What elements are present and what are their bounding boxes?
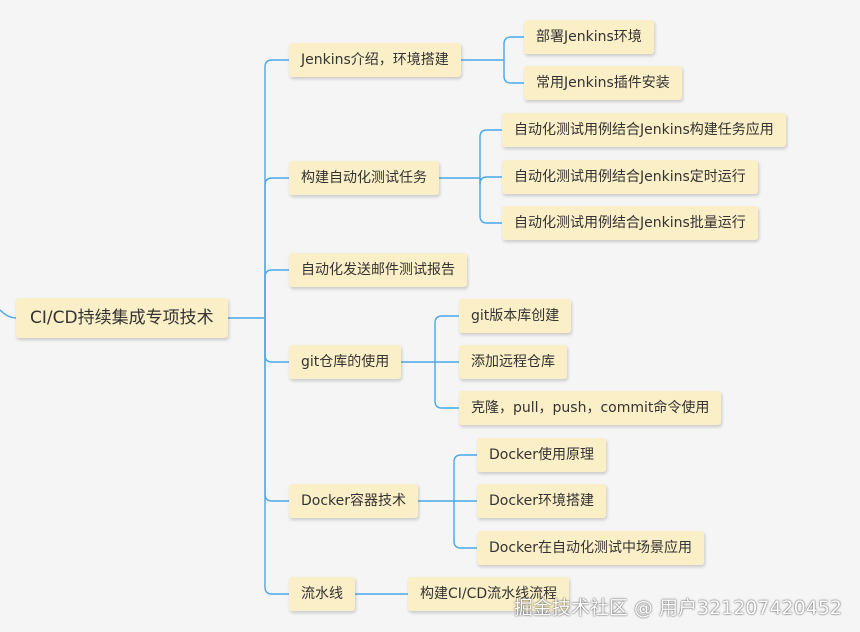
b0-link-1: [503, 60, 524, 84]
branch-docker[interactable]: Docker容器技术: [289, 484, 419, 518]
leaf-jenkins-timed-run[interactable]: 自动化测试用例结合Jenkins定时运行: [502, 160, 758, 194]
root-link-1: [264, 177, 289, 318]
root-link-3: [264, 318, 289, 363]
leaf-docker-scenario[interactable]: Docker在自动化测试中场景应用: [477, 531, 705, 565]
leaf-docker-setup[interactable]: Docker环境搭建: [477, 484, 607, 518]
root-link-4: [264, 318, 289, 502]
leaf-jenkins-batch-run[interactable]: 自动化测试用例结合Jenkins批量运行: [502, 206, 758, 240]
root-link-0: [264, 59, 289, 318]
b3-link-0: [434, 315, 459, 362]
leaf-jenkins-build-task[interactable]: 自动化测试用例结合Jenkins构建任务应用: [502, 113, 786, 147]
leaf-deploy-jenkins[interactable]: 部署Jenkins环境: [524, 20, 654, 54]
root-node[interactable]: CI/CD持续集成专项技术: [16, 298, 228, 338]
b1-link-1: [479, 176, 502, 185]
b3-link-2: [434, 362, 459, 409]
b0-link-0: [503, 36, 524, 60]
branch-git-usage[interactable]: git仓库的使用: [289, 345, 402, 379]
root-link-5: [264, 318, 289, 595]
leaf-git-repo-create[interactable]: git版本库创建: [459, 299, 572, 333]
branch-build-test-task[interactable]: 构建自动化测试任务: [289, 161, 439, 195]
branch-pipeline[interactable]: 流水线: [289, 577, 355, 611]
branch-email-report[interactable]: 自动化发送邮件测试报告: [289, 253, 467, 287]
b1-link-2: [479, 178, 502, 224]
branch-jenkins-setup[interactable]: Jenkins介绍，环境搭建: [289, 43, 461, 77]
leaf-cicd-pipeline[interactable]: 构建CI/CD流水线流程: [408, 577, 570, 611]
b4-link-0: [453, 454, 477, 501]
b4-link-2: [453, 501, 477, 549]
root-lead: [0, 309, 17, 319]
leaf-jenkins-plugins[interactable]: 常用Jenkins插件安装: [524, 66, 682, 100]
leaf-add-remote[interactable]: 添加远程仓库: [459, 345, 567, 379]
watermark: 掘金技术社区 @ 用户321207420452: [513, 597, 842, 619]
b1-link-0: [479, 129, 502, 178]
root-link-2: [264, 269, 289, 318]
leaf-git-commands[interactable]: 克隆，pull，push，commit命令使用: [459, 391, 722, 425]
leaf-docker-principle[interactable]: Docker使用原理: [477, 438, 607, 472]
